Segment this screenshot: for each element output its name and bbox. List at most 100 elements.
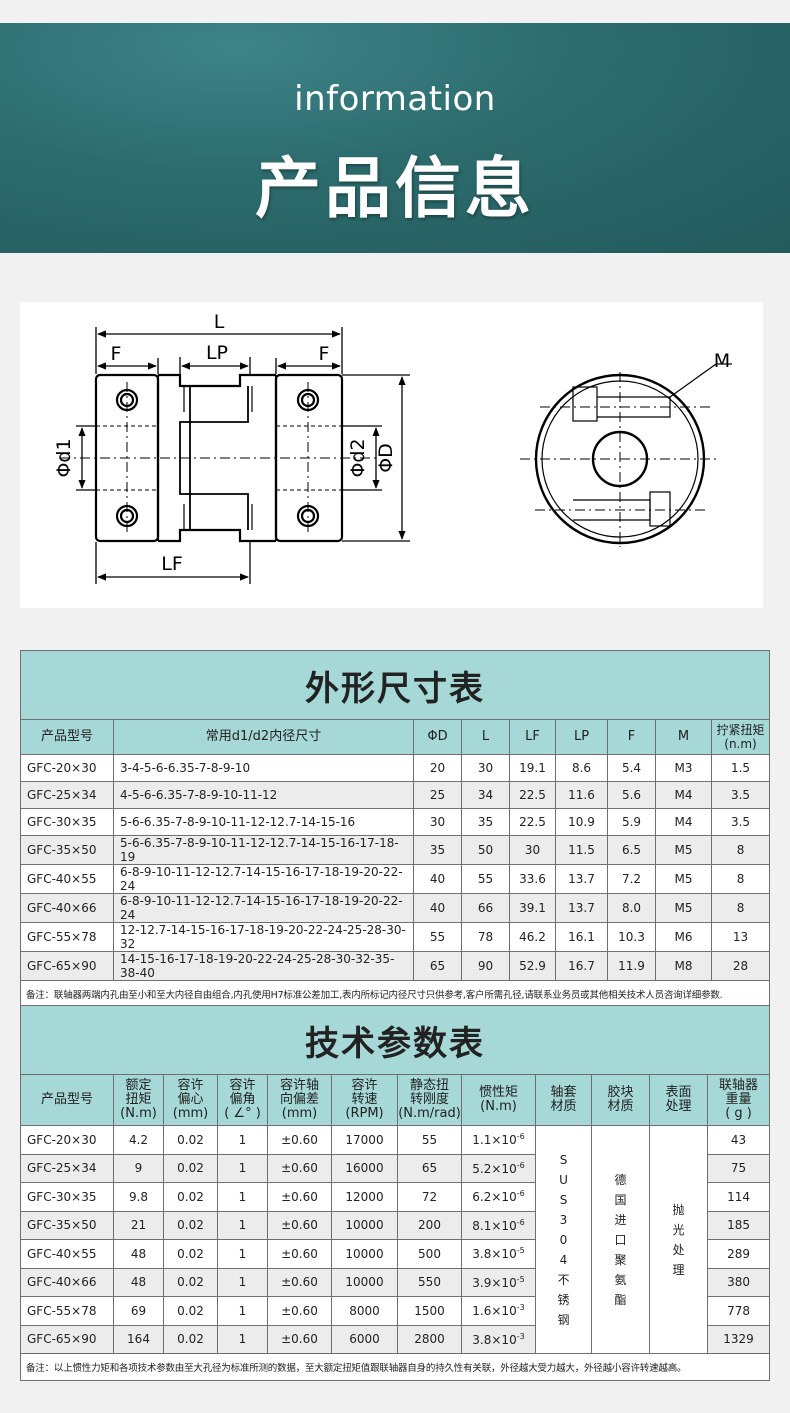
col-header: ΦD [413, 719, 462, 755]
inertia-cell: 6.2×10-6 [461, 1182, 536, 1212]
table-cell: 12000 [331, 1182, 398, 1212]
inertia-base: 1.1×10 [472, 1133, 517, 1148]
dimension-table: 外形尺寸表 产品型号 常用d1/d2内径尺寸 ΦD L LF LP F M 拧紧… [19, 650, 771, 1008]
table-cell: 10000 [331, 1267, 398, 1297]
inertia-exponent: -6 [516, 1160, 525, 1170]
table-cell: 1 [217, 1153, 268, 1183]
inertia-base: 3.8×10 [472, 1332, 517, 1347]
table-cell: GFC-55×78 [20, 922, 114, 952]
table-cell: GFC-40×55 [20, 1239, 114, 1269]
vertical-char: 3 [559, 1212, 568, 1227]
inertia-cell: 5.2×10-6 [461, 1153, 536, 1183]
vertical-char: 国 [614, 1192, 627, 1207]
vertical-char: 锈 [557, 1292, 570, 1307]
table-cell: GFC-35×50 [20, 1210, 114, 1240]
table-cell: 1 [217, 1239, 268, 1269]
label-F-left: F [111, 343, 122, 365]
col-header: 轴套 材质 [535, 1074, 592, 1126]
coupling-drawing: L F LP F LF Φd1 Φd2 ΦD M [20, 302, 763, 608]
vertical-char: 光 [672, 1222, 685, 1237]
table-cell: 5.4 [607, 754, 656, 782]
table-cell: 1 [217, 1324, 268, 1354]
table-cell: 1 [217, 1210, 268, 1240]
vertical-char: 抛 [672, 1202, 685, 1217]
inertia-cell: 1.6×10-3 [461, 1296, 536, 1326]
table-cell: 50 [461, 835, 510, 865]
vertical-char: U [559, 1172, 568, 1187]
surface-treatment-cell: 抛光处理 [649, 1125, 708, 1354]
table-cell: M4 [655, 808, 712, 836]
inertia-cell: 1.1×10-6 [461, 1125, 536, 1155]
table-cell: 5-6-6.35-7-8-9-10-11-12-12.7-14-15-16 [113, 808, 414, 836]
col-header: 联轴器 重量 ( g ) [706, 1074, 771, 1126]
coupling-drawing-svg: L F LP F LF Φd1 Φd2 ΦD M [53, 311, 732, 584]
table-cell: 13.7 [555, 864, 608, 894]
table-cell: 35 [413, 835, 462, 865]
table-cell: 75 [706, 1153, 771, 1183]
table-cell: 3.5 [710, 808, 771, 836]
table-cell: 25 [413, 781, 462, 809]
vertical-char: S [559, 1152, 568, 1167]
table-cell: ±0.60 [267, 1296, 332, 1326]
table-cell: 65 [397, 1153, 462, 1183]
table-cell: 3.5 [710, 781, 771, 809]
dimension-table-title: 外形尺寸表 [19, 650, 771, 720]
col-header: F [607, 719, 656, 755]
table-cell: 21 [113, 1210, 164, 1240]
table-cell: ±0.60 [267, 1153, 332, 1183]
table-cell: GFC-40×66 [20, 893, 114, 923]
inertia-base: 8.1×10 [472, 1218, 517, 1233]
col-header: 容许 偏角 ( ∠° ) [217, 1074, 268, 1126]
table-cell: M5 [655, 893, 712, 923]
table-cell: 72 [397, 1182, 462, 1212]
table-cell: ±0.60 [267, 1125, 332, 1155]
table-cell: 69 [113, 1296, 164, 1326]
table-cell: 66 [461, 893, 510, 923]
col-header: 拧紧扭矩 (n.m) [710, 719, 771, 755]
inertia-cell: 3.9×10-5 [461, 1267, 536, 1297]
table-cell: 34 [461, 781, 510, 809]
table-cell: 33.6 [509, 864, 556, 894]
vertical-char: 酯 [614, 1292, 627, 1307]
dimension-table-note: 备注：联轴器两端内孔由至小和至大内径自由组合,内孔使用H7标准公差加工,表内所标… [19, 980, 771, 1008]
table-cell: 8.0 [607, 893, 656, 923]
table-cell: M5 [655, 835, 712, 865]
vertical-char: 口 [614, 1232, 627, 1247]
table-cell: 8000 [331, 1296, 398, 1326]
inertia-base: 6.2×10 [472, 1190, 517, 1205]
vertical-char: 处 [672, 1242, 685, 1257]
table-cell: 10000 [331, 1239, 398, 1269]
table-cell: 1 [217, 1296, 268, 1326]
table-cell: 22.5 [509, 781, 556, 809]
table-cell: 39.1 [509, 893, 556, 923]
table-cell: GFC-20×30 [20, 1125, 114, 1155]
table-cell: 550 [397, 1267, 462, 1297]
dimension-table-header: 产品型号 常用d1/d2内径尺寸 ΦD L LF LP F M 拧紧扭矩 (n.… [20, 719, 771, 755]
table-cell: 10.3 [607, 922, 656, 952]
col-header: 容许 转速 (RPM) [331, 1074, 398, 1126]
table-cell: 1 [217, 1125, 268, 1155]
table-cell: M3 [655, 754, 712, 782]
block-material-cell: 德国进口聚氨酯 [591, 1125, 650, 1354]
inertia-base: 3.9×10 [472, 1275, 517, 1290]
col-header: M [655, 719, 712, 755]
table-cell: 200 [397, 1210, 462, 1240]
inertia-exponent: -6 [516, 1217, 525, 1227]
table-cell: ±0.60 [267, 1267, 332, 1297]
col-header: 容许 偏心 (mm) [163, 1074, 218, 1126]
table-cell: 12-12.7-14-15-16-17-18-19-20-22-24-25-28… [113, 922, 414, 952]
col-header: LF [509, 719, 556, 755]
table-cell: 6-8-9-10-11-12-12.7-14-15-16-17-18-19-20… [113, 893, 414, 923]
label-L: L [214, 311, 225, 333]
inertia-cell: 3.8×10-5 [461, 1239, 536, 1269]
table-cell: M8 [655, 951, 712, 981]
